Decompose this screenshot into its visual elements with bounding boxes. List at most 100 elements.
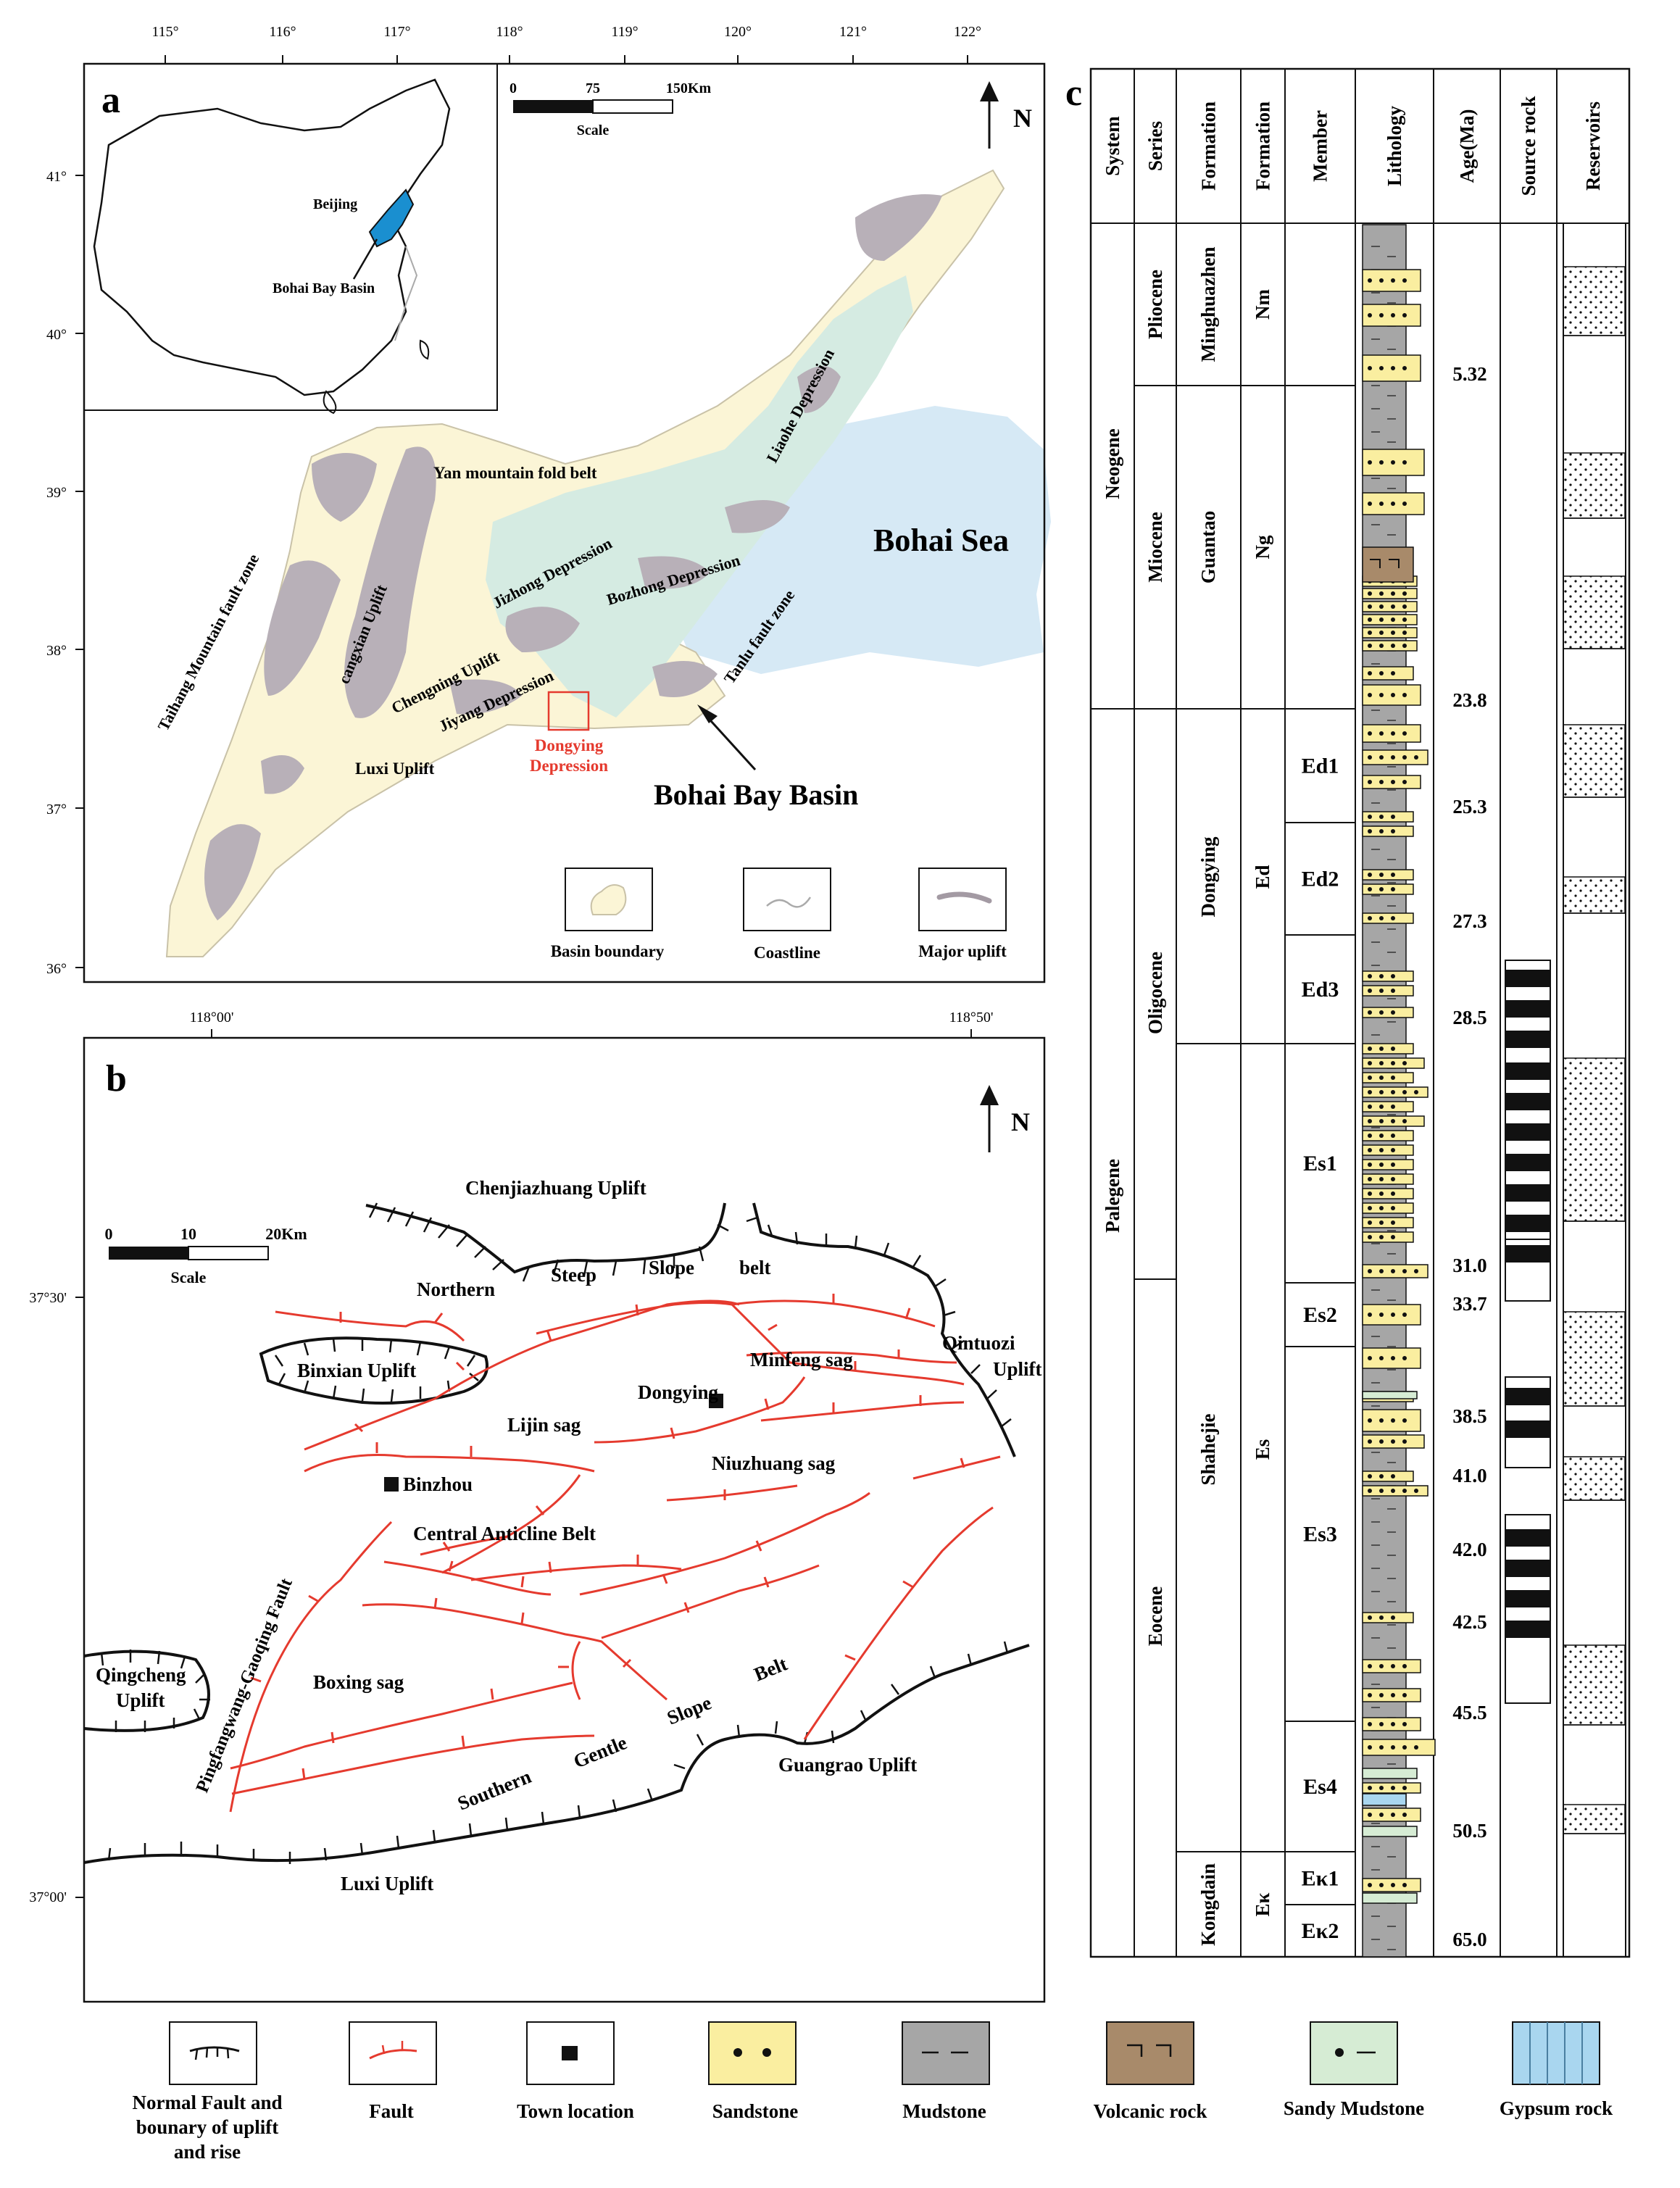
lon-tick: 116°: [269, 24, 296, 40]
age-label: 25.3: [1452, 796, 1486, 818]
label-lijin: Lijin sag: [507, 1414, 581, 1436]
sandstone-bed: [1362, 1217, 1414, 1228]
label-chenjiazhuang: Chenjiazhuang Uplift: [465, 1177, 646, 1199]
legend-volcanic-label: Volcanic rock: [1094, 2100, 1207, 2122]
system-label: Palegene: [1102, 1159, 1123, 1233]
reservoir-interval: [1563, 1311, 1626, 1407]
sandy-mudstone-bed: [1362, 1826, 1418, 1837]
source-rock-stripe: [1505, 1245, 1550, 1263]
column-header: Lithology: [1384, 105, 1405, 186]
lon-tick: 122°: [954, 24, 981, 40]
lon-tick-b: 118°50': [949, 1010, 994, 1026]
source-rock-stripe: [1505, 1000, 1550, 1018]
series-label: Miocene: [1144, 512, 1166, 582]
column-header: Reservoirs: [1582, 101, 1604, 191]
panel-a-lon-ticks: 115° 116° 117° 118° 119° 120° 121° 122°: [151, 24, 981, 40]
north-arrow-b: N: [980, 1085, 1030, 1152]
age-label: 50.5: [1452, 1820, 1486, 1842]
legend-town-label: Town location: [517, 2100, 634, 2122]
label-belt: belt: [739, 1257, 771, 1278]
sandstone-bed: [1362, 1007, 1414, 1018]
bottom-legend: Normal Fault and bounary of uplift and r…: [132, 2021, 1613, 2163]
label-guangrao: Guangrao Uplift: [778, 1754, 917, 1776]
sandstone-bed: [1362, 912, 1414, 924]
column-header: Series: [1144, 121, 1166, 171]
member-label: Es3: [1303, 1523, 1337, 1547]
legend-volcanic-swatch: [1106, 2021, 1194, 2085]
source-rock-stripe: [1505, 970, 1550, 987]
source-rock-stripe: [1505, 1420, 1550, 1438]
formation-name: Minghuazhen: [1197, 246, 1219, 362]
formation-code: Es: [1252, 1439, 1273, 1460]
scale-tick: 75: [586, 80, 600, 96]
lon-tick: 120°: [724, 24, 752, 40]
lat-tick: 36°: [46, 961, 67, 977]
sandstone-bed: [1362, 1471, 1414, 1482]
member-label: Eκ1: [1302, 1867, 1339, 1891]
member-label: Eκ2: [1302, 1919, 1339, 1943]
age-label: 65.0: [1452, 1929, 1486, 1950]
sandstone-bed: [1362, 970, 1414, 982]
inset-beijing-label: Beijing: [313, 196, 357, 212]
label-qingcheng-uplift: Uplift: [116, 1689, 165, 1711]
formation-name: Dongying: [1197, 836, 1219, 918]
formation-code: Nm: [1252, 289, 1273, 320]
legend-fault-label: Fault: [369, 2100, 414, 2122]
sandstone-bed: [1362, 1072, 1414, 1083]
north-arrow-a: N: [980, 81, 1032, 149]
lon-tick: 118°: [496, 24, 523, 40]
label-qintuozi: Qintuozi: [942, 1332, 1015, 1354]
legend-basin-boundary: Basin boundary: [551, 942, 665, 960]
faults: [229, 1299, 1001, 1813]
sandstone-bed: [1362, 869, 1414, 881]
formation-name: Kongdain: [1197, 1863, 1219, 1946]
scale-label: Scale: [577, 122, 610, 138]
column-header: Formation: [1252, 101, 1274, 191]
reservoir-interval: [1563, 724, 1626, 798]
legend-sandy-mudstone-label: Sandy Mudstone: [1284, 2097, 1424, 2119]
member-label: Es2: [1303, 1303, 1337, 1327]
lat-tick-b: 37°00': [29, 1889, 67, 1905]
age-label: 42.5: [1452, 1611, 1486, 1633]
column-header: System: [1102, 116, 1123, 176]
panel-a-scale: 0 75 150Km Scale: [510, 80, 711, 138]
label-central-anticline: Central Anticline Belt: [413, 1523, 596, 1544]
source-rock-stripe: [1505, 1388, 1550, 1405]
sandstone-bed: [1362, 1202, 1414, 1214]
sandstone-bed: [1362, 1188, 1414, 1199]
member-label: Ed1: [1302, 754, 1339, 778]
system-label: Neogene: [1102, 428, 1123, 499]
label-northern: Northern: [417, 1278, 495, 1300]
source-rock-stripe: [1505, 1215, 1550, 1232]
china-outline: [93, 78, 451, 396]
scale-tick-b: 20Km: [265, 1225, 307, 1243]
sandy-mudstone-bed: [1362, 1391, 1418, 1399]
sandstone-bed: [1362, 883, 1414, 895]
sandy-mudstone-bed: [1362, 1892, 1418, 1904]
town-binzhou: [384, 1477, 399, 1492]
formation-code: Eκ: [1252, 1892, 1273, 1916]
label-binzhou: Binzhou: [403, 1473, 473, 1495]
major-uplifts: [204, 194, 942, 920]
legend-gypsum-label: Gypsum rock: [1500, 2097, 1613, 2119]
panel-a-lat-ticks: 41° 40° 39° 38° 37° 36°: [46, 169, 67, 977]
north-label-b: N: [1011, 1107, 1030, 1136]
sandstone-bed: [1362, 1101, 1414, 1112]
age-label: 42.0: [1452, 1539, 1486, 1560]
legend-sandstone-label: Sandstone: [712, 2100, 799, 2122]
reservoir-interval: [1563, 876, 1626, 914]
inset-basin: [368, 188, 415, 248]
fault-ticks: [250, 1294, 965, 1780]
gypsum-bed: [1362, 1793, 1407, 1806]
lon-tick: 115°: [151, 24, 178, 40]
scale-label-b: Scale: [171, 1268, 207, 1286]
column-header: Member: [1310, 110, 1331, 182]
sandstone-bed: [1362, 1612, 1414, 1623]
reservoir-interval: [1563, 452, 1626, 519]
lon-tick-b: 118°00': [190, 1010, 234, 1026]
legend-normal-fault-label-2: bounary of uplift: [136, 2116, 279, 2138]
lat-tick: 37°: [46, 802, 67, 818]
age-label: 33.7: [1452, 1293, 1486, 1315]
